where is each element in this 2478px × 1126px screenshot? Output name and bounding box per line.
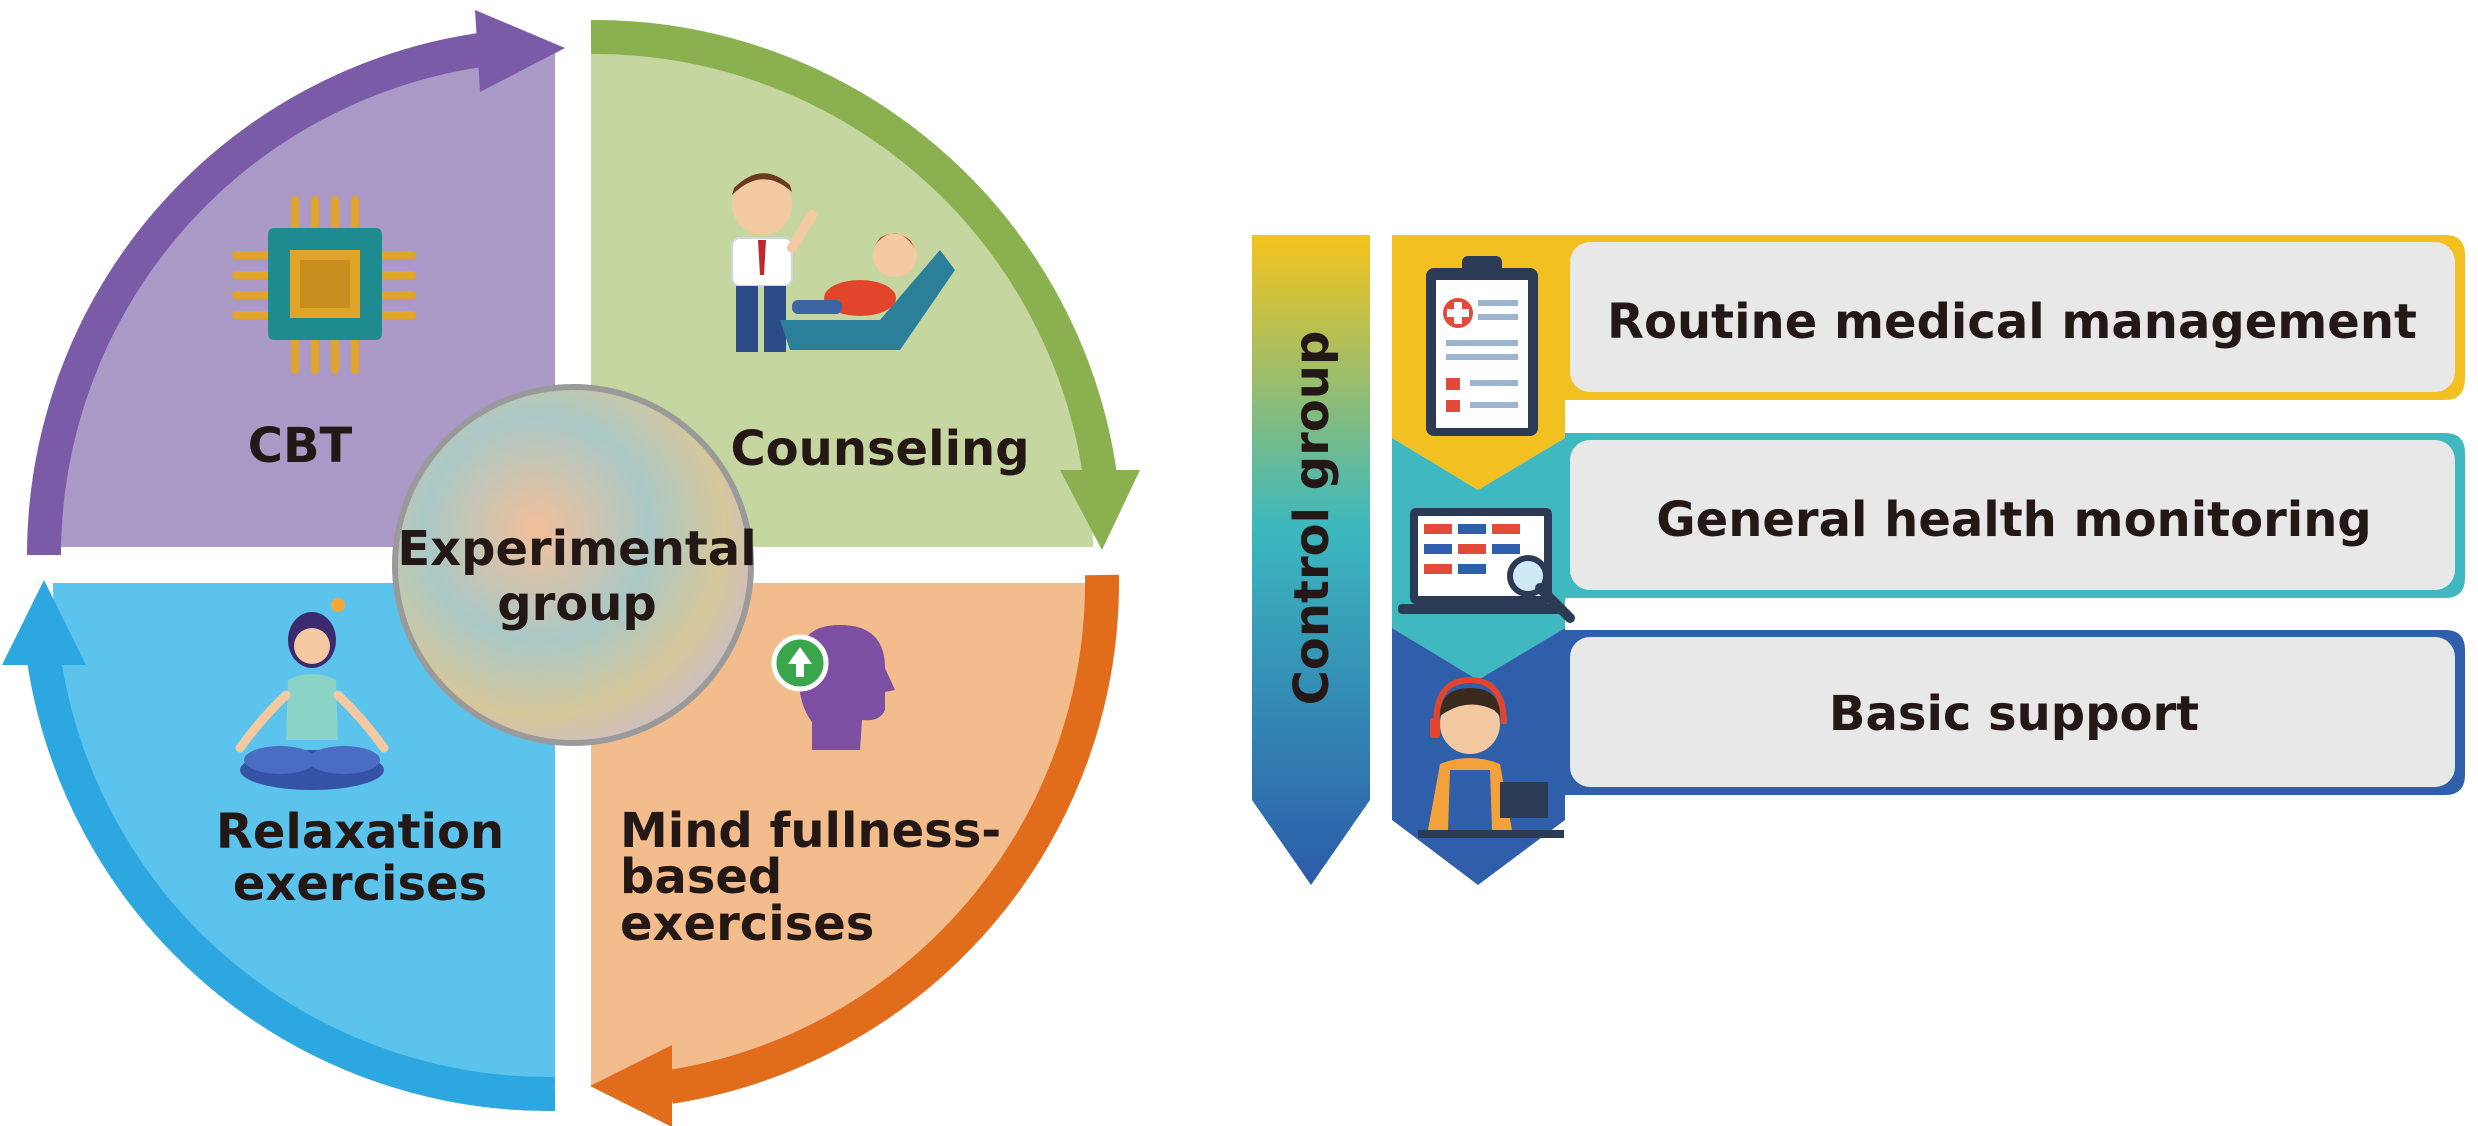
meditation-icon: [235, 598, 389, 790]
monitor-icon: [1398, 508, 1575, 623]
quadrant-mindfulness-label-line3: exercises: [620, 896, 874, 952]
therapist-icon: [731, 173, 955, 352]
quadrant-cbt-label: CBT: [248, 418, 353, 474]
quadrant-counseling-label: Counseling: [730, 421, 1029, 477]
center-label-line2: group: [497, 576, 657, 632]
clipboard-icon: [1426, 256, 1538, 436]
quadrant-relaxation: [53, 583, 555, 1085]
control-group-arrow: [1252, 235, 1370, 885]
mind-head-icon: [771, 625, 895, 750]
support-agent-icon: [1418, 676, 1564, 838]
quadrant-mindfulness-label-line2: based: [620, 849, 782, 905]
row1-label: Routine medical management: [1607, 294, 2417, 350]
center-label-line1: Experimental: [397, 521, 756, 577]
experimental-wheel: Experimental group CBT Counseling Mind f…: [2, 10, 1140, 1126]
control-group: Control group Routine medical management…: [1252, 235, 2465, 885]
arrow-purple: [27, 33, 483, 556]
arrow-blue: [27, 657, 556, 1112]
arrow-orange-head: [590, 1045, 672, 1126]
quadrant-relaxation-label-line2: exercises: [233, 856, 487, 912]
arrow-green: [590, 19, 1117, 478]
row3-label: Basic support: [1829, 686, 2199, 742]
chip-icon: [232, 196, 416, 374]
row3-label-box: [1570, 637, 2455, 787]
row1-label-box: [1570, 242, 2455, 392]
control-group-title: Control group: [1284, 331, 1340, 706]
arrow-green-head: [1060, 470, 1140, 550]
quadrant-mindfulness-label-line1: Mind fullness-: [620, 803, 1001, 859]
quadrant-relaxation-label-line1: Relaxation: [216, 804, 504, 860]
center-circle: [392, 384, 754, 746]
row2-label-box: [1570, 440, 2455, 590]
arrow-blue-head: [2, 580, 86, 665]
quadrant-mindfulness: [591, 583, 1093, 1085]
row2-label: General health monitoring: [1656, 492, 2372, 548]
arrow-purple-head: [475, 10, 565, 92]
arrow-orange: [667, 574, 1120, 1104]
